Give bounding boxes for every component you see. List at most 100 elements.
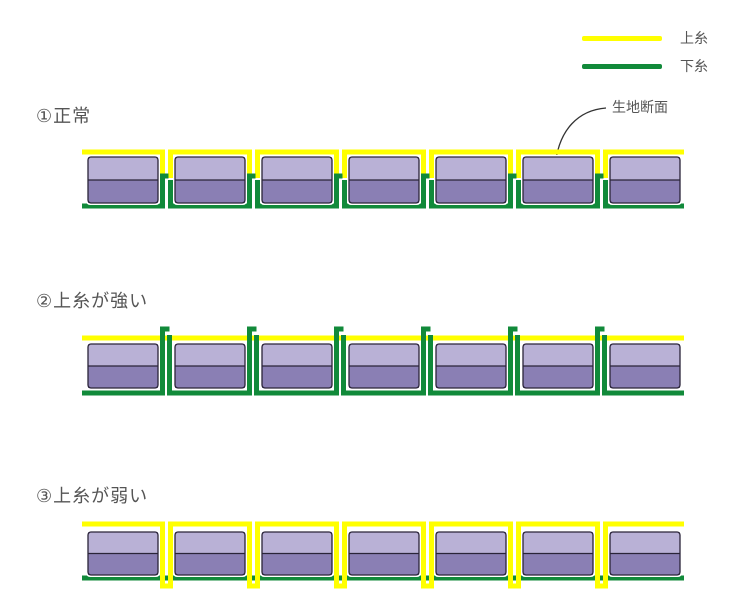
fabric-bottom-layer [349,180,419,203]
fabric-cross-section [173,342,247,390]
fabric-border [609,343,681,389]
fabric-top-layer [523,344,593,366]
fabric-cross-section [521,155,595,205]
fabric-cross-section [86,342,160,390]
lower-thread [82,326,684,396]
fabric-top-layer [262,157,332,180]
fabric-bottom-layer [88,180,158,203]
fabric-bottom-layer [523,180,593,203]
stitch-diagram-upper-strong [82,326,684,396]
fabric-bottom-layer [610,180,680,203]
lower-thread [82,173,684,209]
title-upper-strong: ②上糸が強い [36,291,149,312]
fabric-border [261,343,333,389]
fabric-cross-section [434,530,508,577]
fabric-top-layer [523,157,593,180]
fabric-border [87,156,159,204]
fabric-bottom-layer [523,553,593,575]
fabric-top-layer [175,157,245,180]
fabric-border [522,343,594,389]
fabric-bottom-layer [262,366,332,388]
fabric-top-layer [436,532,506,554]
fabric-bottom-layer [436,366,506,388]
fabric-cross-section [260,155,334,205]
fabric-bottom-layer [88,366,158,388]
fabric-top-layer [175,532,245,554]
fabric-cross-section [173,530,247,577]
legend-swatch-upper-thread [582,35,662,41]
fabric-top-layer [88,157,158,180]
fabric-border [174,531,246,576]
fabric-bottom-layer [262,180,332,203]
legend-label-lower-thread: 下糸 [680,59,708,75]
fabric-cross-section [347,530,421,577]
fabric-bottom-layer [349,366,419,388]
fabric-border [522,531,594,576]
fabric-border [174,156,246,204]
fabric-border [435,156,507,204]
fabric-top-layer [610,532,680,554]
fabric-border [348,156,420,204]
fabric-top-layer [436,157,506,180]
title-normal: ①正常 [36,106,92,127]
fabric-top-layer [262,344,332,366]
fabric-cross-section [608,342,682,390]
stitch-diagram-normal [82,149,684,209]
fabric-border [174,343,246,389]
fabric-border [609,156,681,204]
fabric-cross-section [521,342,595,390]
fabric-border [261,531,333,576]
title-upper-weak: ③上糸が弱い [36,486,149,507]
fabric-border [435,531,507,576]
fabric-top-layer [349,344,419,366]
fabric-top-layer [88,344,158,366]
fabric-bottom-layer [262,553,332,575]
fabric-bottom-layer [436,553,506,575]
fabric-cross-section [347,342,421,390]
fabric-cross-section [608,155,682,205]
fabric-top-layer [88,532,158,554]
fabric-cross-section [260,342,334,390]
legend-label-upper-thread: 上糸 [680,31,708,47]
fabric-cross-section [347,155,421,205]
fabric-cross-section [260,530,334,577]
fabric-cross-section [173,155,247,205]
fabric-border [522,156,594,204]
fabric-top-layer [175,344,245,366]
fabric-cross-section [434,342,508,390]
fabric-top-layer [523,532,593,554]
fabric-cross-section [608,530,682,577]
fabric-bottom-layer [175,553,245,575]
fabric-bottom-layer [175,180,245,203]
fabric-top-layer [610,344,680,366]
fabric-border [348,343,420,389]
fabric-border [609,531,681,576]
fabric-cross-section [86,530,160,577]
fabric-bottom-layer [610,366,680,388]
upper-thread [82,149,684,178]
legend-item-upper-thread: 上糸 [582,28,708,48]
stitch-diagram-upper-weak [82,521,684,589]
upper-thread [82,521,684,589]
fabric-border [348,531,420,576]
fabric-cross-section-label: 生地断面 [612,100,668,116]
fabric-bottom-layer [610,553,680,575]
fabric-cross-section [86,155,160,205]
fabric-top-layer [349,157,419,180]
fabric-top-layer [349,532,419,554]
fabric-border [435,343,507,389]
fabric-top-layer [436,344,506,366]
fabric-bottom-layer [88,553,158,575]
fabric-border [87,531,159,576]
legend-item-lower-thread: 下糸 [582,56,708,76]
fabric-bottom-layer [436,180,506,203]
fabric-border [261,156,333,204]
fabric-cross-section [521,530,595,577]
fabric-cross-section [434,155,508,205]
fabric-top-layer [610,157,680,180]
fabric-bottom-layer [349,553,419,575]
fabric-bottom-layer [175,366,245,388]
fabric-border [87,343,159,389]
fabric-bottom-layer [523,366,593,388]
fabric-top-layer [262,532,332,554]
